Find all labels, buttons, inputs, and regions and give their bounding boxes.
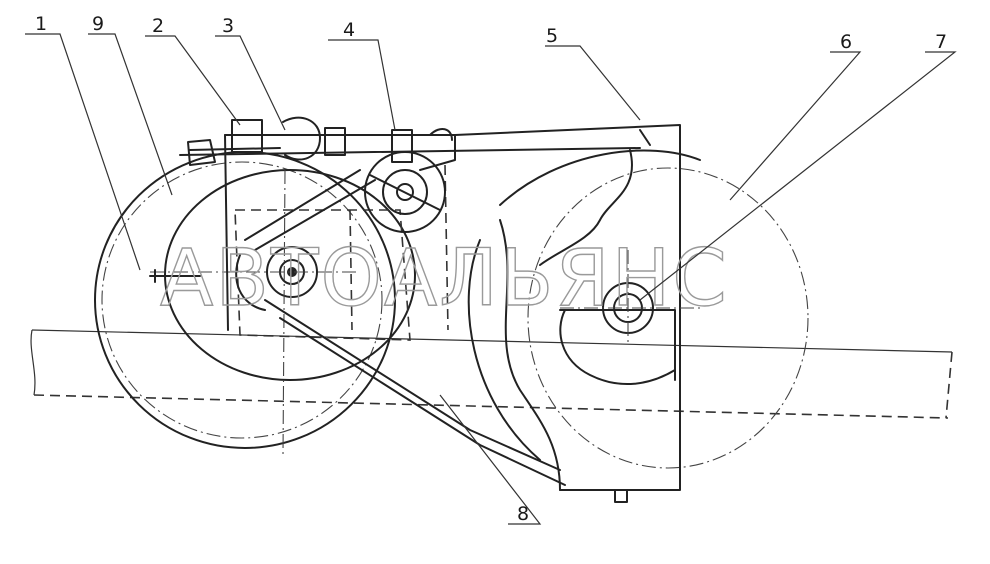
tensioner-assembly — [179, 116, 641, 233]
adjustment-bolt — [149, 269, 201, 283]
callout-4: 4 — [343, 19, 355, 41]
drive-pulley — [150, 169, 416, 456]
drive-belt — [235, 169, 566, 486]
callout-3: 3 — [222, 15, 234, 37]
callout-5: 5 — [546, 25, 558, 47]
callout-1: 1 — [35, 13, 47, 35]
right-shaft — [560, 250, 700, 345]
callout-7: 7 — [935, 31, 947, 53]
callout-8: 8 — [517, 503, 529, 525]
callout-leaders — [25, 33, 957, 525]
callout-6: 6 — [840, 31, 852, 53]
left-housing — [224, 134, 456, 341]
watermark-text: АВТОАЛЬЯНС — [160, 234, 729, 324]
callout-2: 2 — [152, 15, 164, 37]
callout-9: 9 — [92, 13, 104, 35]
frame-member — [30, 329, 953, 419]
